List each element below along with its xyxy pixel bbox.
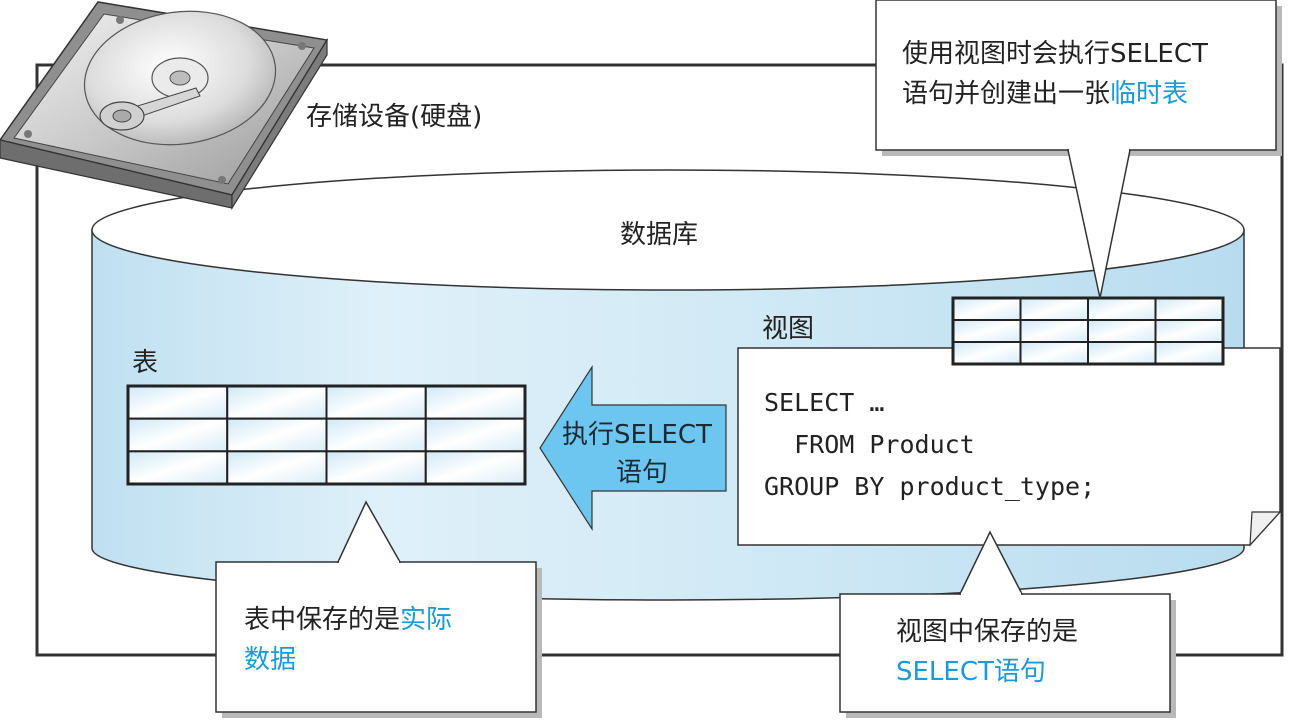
temporary-table-border [951,296,1225,366]
actual-table-cell [424,417,526,453]
temporary-table-cell [1154,319,1224,343]
sql-note-fold [1249,511,1282,547]
callout-temp-line2-plain: 语句并创建出一张 [902,79,1111,109]
temporary-table-cell [952,297,1022,321]
temporary-table-cell [1087,341,1157,365]
callout-view-line1: 视图中保存的是 [896,617,1079,647]
temporary-table-cell [952,341,1022,365]
actual-table-grid [126,384,527,486]
actual-table-cell [424,450,526,486]
hard-disk-icon [0,1,329,211]
table-label: 表 [132,348,159,378]
callout-table-highlight-2: 数据 [244,645,297,675]
actual-table-cell [226,417,328,453]
callout-temp-line1: 使用视图时会执行SELECT [902,39,1208,69]
sql-line-2: FROM Product [764,430,975,459]
temporary-table-cell [1087,319,1157,343]
actual-table-cell [127,417,229,453]
actual-table-cell [226,385,328,420]
actual-table-cell [325,385,427,420]
callout-temp-line2: 语句并创建出一张临时表 [902,74,1208,114]
callout-table-line1-plain: 表中保存的是 [244,605,401,635]
actual-table-cell [226,450,328,486]
callout-table-line1: 表中保存的是实际 [244,600,452,640]
database-label: 数据库 [620,220,699,250]
temporary-table-cell [1154,341,1224,365]
actual-table-cell [325,450,427,486]
callout-temp-text: 使用视图时会执行SELECT 语句并创建出一张临时表 [902,34,1208,114]
arrow-text-line2: 语句 [616,458,669,488]
temporary-table-cell [1019,297,1089,321]
actual-table-border [126,384,527,486]
callout-view-text: 视图中保存的是 SELECT语句 [896,612,1078,692]
callout-temp-table [875,0,1282,299]
callout-temp-highlight: 临时表 [1110,79,1189,109]
sql-line-1: SELECT … [764,388,885,417]
storage-label: 存储设备(硬盘) [306,102,483,132]
execute-arrow [539,364,727,532]
callout-table-data [215,500,542,718]
temporary-table-cell [1087,297,1157,321]
sql-line-3: GROUP BY product_type; [764,472,1096,501]
temporary-table-grid [951,296,1225,366]
actual-table-cell [127,385,229,420]
actual-table-cell [424,385,526,420]
callout-table-highlight-1: 实际 [400,605,453,635]
callout-table-text: 表中保存的是实际 数据 [244,600,452,680]
temporary-table-cell [1154,297,1224,321]
callout-view-select [839,530,1176,718]
temporary-table-cell [1019,341,1089,365]
temporary-table-cell [1019,319,1089,343]
arrow-text-line1: 执行SELECT [562,420,712,450]
view-label: 视图 [762,314,815,344]
view-sql: SELECT … FROM Product GROUP BY product_t… [764,382,1095,508]
actual-table-cell [127,450,229,486]
actual-table-cell [325,417,427,453]
callout-view-highlight: SELECT语句 [896,657,1046,687]
temporary-table-cell [952,319,1022,343]
